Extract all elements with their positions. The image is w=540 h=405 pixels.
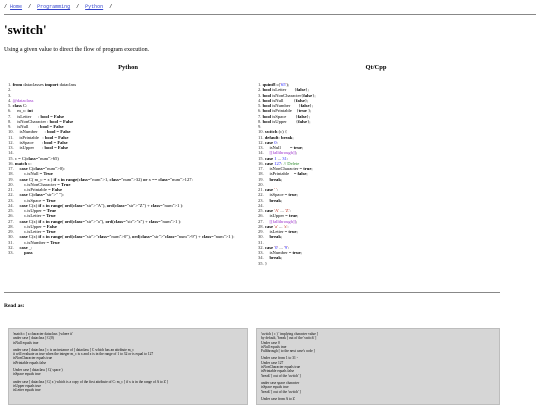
cpp-code-line: 23. break;	[258, 197, 283, 203]
python-code-line: 7. isLetter : bool = False	[8, 113, 65, 119]
python-code-line: 14.	[8, 150, 14, 156]
page-title: 'switch'	[4, 22, 47, 37]
read-as-cpp-box: 'switch ( c ) ' implying character value…	[256, 328, 500, 405]
cpp-code-line: 28. case 'a' ... 'z':	[258, 223, 289, 229]
python-read-paragraph: Under case [ dataclass ] C( space )isSpa…	[13, 368, 63, 377]
python-read-paragraph: under case [ dataclass ] c is an instanc…	[13, 347, 154, 365]
python-code-line: 13. isUpper : bool = False	[8, 145, 69, 150]
cpp-code-line: 29. isLetter = true;	[258, 229, 298, 234]
python-code-line: 24. case C(x) if x in range( ord(class="…	[8, 202, 184, 208]
python-code-line: 30. case C(x) if x in range( ord(class="…	[8, 234, 235, 240]
python-read-paragraph: under case [ dataclass ] C( x ) which is…	[13, 379, 168, 393]
python-code-line: 6. m_c: int	[8, 108, 33, 114]
python-code-line: 10. isNumber : bool = False	[8, 129, 71, 135]
page-intro: Using a given value to direct the flow o…	[4, 47, 150, 53]
cpp-code-line: 32. case '0' ... '9':	[258, 244, 290, 250]
cpp-code-line: 20.	[258, 181, 264, 187]
breadcrumb-separator: /	[109, 4, 113, 10]
breadcrumb: / Home / Programming / Python /	[4, 4, 115, 10]
cpp-read-paragraph: Under case from A to Z	[261, 396, 295, 401]
cpp-code-line: 5. bool isNumber {false};	[258, 103, 313, 108]
python-code-line: 2.	[8, 87, 12, 93]
breadcrumb-separator: /	[76, 4, 80, 10]
python-code-line: 12. isSpace : bool = False	[8, 139, 68, 145]
cpp-code-line: 17. isNonCharacter = true;	[258, 166, 313, 171]
python-code-line: 33. pass	[8, 250, 33, 255]
cpp-code-line: 9.	[258, 124, 262, 129]
cpp-code-line: 7. bool isSpace {false};	[258, 113, 311, 119]
python-code-line: 9. isNull : bool = False	[8, 124, 64, 129]
cpp-code-line: 27. [[fallthrough]];	[258, 218, 298, 224]
python-code-line: 11. isPrintable : bool = False	[8, 134, 69, 140]
cpp-code-line: 10. switch (c) {	[258, 129, 288, 135]
cpp-code-line: 34. break;	[258, 255, 283, 261]
cpp-code-line: 26. isUpper = true;	[258, 213, 299, 219]
breadcrumb-link-python[interactable]: Python	[85, 4, 104, 10]
cpp-code-line: 21. case ' ':	[258, 187, 279, 192]
python-code-line: 5. class C:	[8, 103, 28, 108]
python-code-line: 1. from dataclasses import dataclass	[8, 82, 77, 87]
cpp-code-line: 2. bool isLetter {false};	[258, 87, 309, 93]
python-column-heading: Python	[118, 64, 138, 71]
cpp-code-line: 6. bool isPrintable {true };	[258, 108, 312, 114]
python-code-line: 31. c.isNumber = True	[8, 239, 60, 245]
read-as-heading: Read as:	[4, 303, 25, 309]
cpp-code-line: 22. isSpace = true;	[258, 192, 298, 198]
breadcrumb-link-home[interactable]: Home	[10, 4, 23, 10]
breadcrumb-link-programming[interactable]: Programming	[37, 4, 71, 10]
read-as-python-box: 'match c [ a character dataclass ] where…	[8, 328, 248, 405]
cpp-code-line: 3. bool isNonCharacter{false};	[258, 92, 316, 98]
breadcrumb-separator: /	[4, 4, 8, 10]
python-code-line: 22. case C(class="str">" "):	[8, 192, 64, 198]
breadcrumb-separator: /	[28, 4, 32, 10]
section-divider	[4, 292, 500, 293]
python-code-line: 21. c.isPrintable = False	[8, 187, 63, 192]
python-code-line: 20. c.isNonCharacter = True	[8, 181, 71, 187]
python-code-line: 32. case _:	[8, 244, 33, 250]
cpp-read-paragraph: 'switch ( c ) ' implying character value…	[261, 332, 318, 354]
python-read-paragraph: 'match c [ a character dataclass ] where…	[13, 332, 73, 345]
cpp-code-line: 4. bool isNull {false};	[258, 97, 309, 103]
cpp-code-line: 18. isPrintable = false;	[258, 171, 308, 177]
cpp-code-line: 16. case 127: // Delete	[258, 160, 300, 166]
python-code-line: 15. c = C(class="num">65)	[8, 155, 59, 161]
cpp-code-line: 11. default: break;	[258, 134, 294, 140]
cpp-code-line: 1. quint8 c('65');	[258, 82, 290, 87]
cpp-code-line: 12. case 0:	[258, 139, 278, 145]
python-code-line: 4. @dataclass	[8, 97, 34, 103]
python-code-line: 16. match c:	[8, 160, 32, 166]
python-code-line: 28. c.isUpper = False	[8, 223, 57, 229]
python-code-line: 27. case C(x) if x in range( ord(class="…	[8, 218, 182, 224]
cpp-code-line: 30. break;	[258, 234, 283, 240]
python-code-line: 26. c.isLetter = True	[8, 213, 56, 219]
python-code-line: 25. c.isUpper = True	[8, 208, 57, 213]
python-code-line: 8. isNonCharacter : bool = False	[8, 118, 74, 124]
cpp-code-line: 19. break;	[258, 176, 283, 182]
python-code-line: 18. c.isNull = True	[8, 171, 53, 177]
cpp-code-line: 13. isNull = true;	[258, 145, 304, 150]
cpp-code-line: 14. [[fallthrough]];	[258, 150, 298, 156]
cpp-code-line: 8. bool isUpper {false};	[258, 118, 311, 124]
cpp-code-line: 31.	[258, 239, 264, 245]
cpp-code-line: 25. case 'A' ... 'Z':	[258, 208, 291, 213]
cpp-code-line: 33. isNumber = true;	[258, 250, 302, 255]
python-code-line: 17. case C(class="num">0):	[8, 166, 65, 171]
python-code-line: 3.	[8, 92, 12, 98]
cpp-code-line: 35. }	[258, 260, 268, 266]
python-code-line: 23. c.isSpace = True	[8, 197, 56, 203]
cpp-column-heading: Qt/Cpp	[365, 64, 387, 71]
cpp-code-line: 24.	[258, 202, 264, 208]
top-divider	[4, 14, 536, 15]
cpp-code-line: 15. case 1 ... 31:	[258, 155, 289, 161]
python-code-line: 29. c.isLetter = True	[8, 229, 56, 234]
python-code-line: 19. case C( m_c = x ) if x in range(clas…	[8, 176, 193, 182]
cpp-code-block: 1. quint8 c('65');2. bool isLetter {fals…	[258, 82, 316, 266]
